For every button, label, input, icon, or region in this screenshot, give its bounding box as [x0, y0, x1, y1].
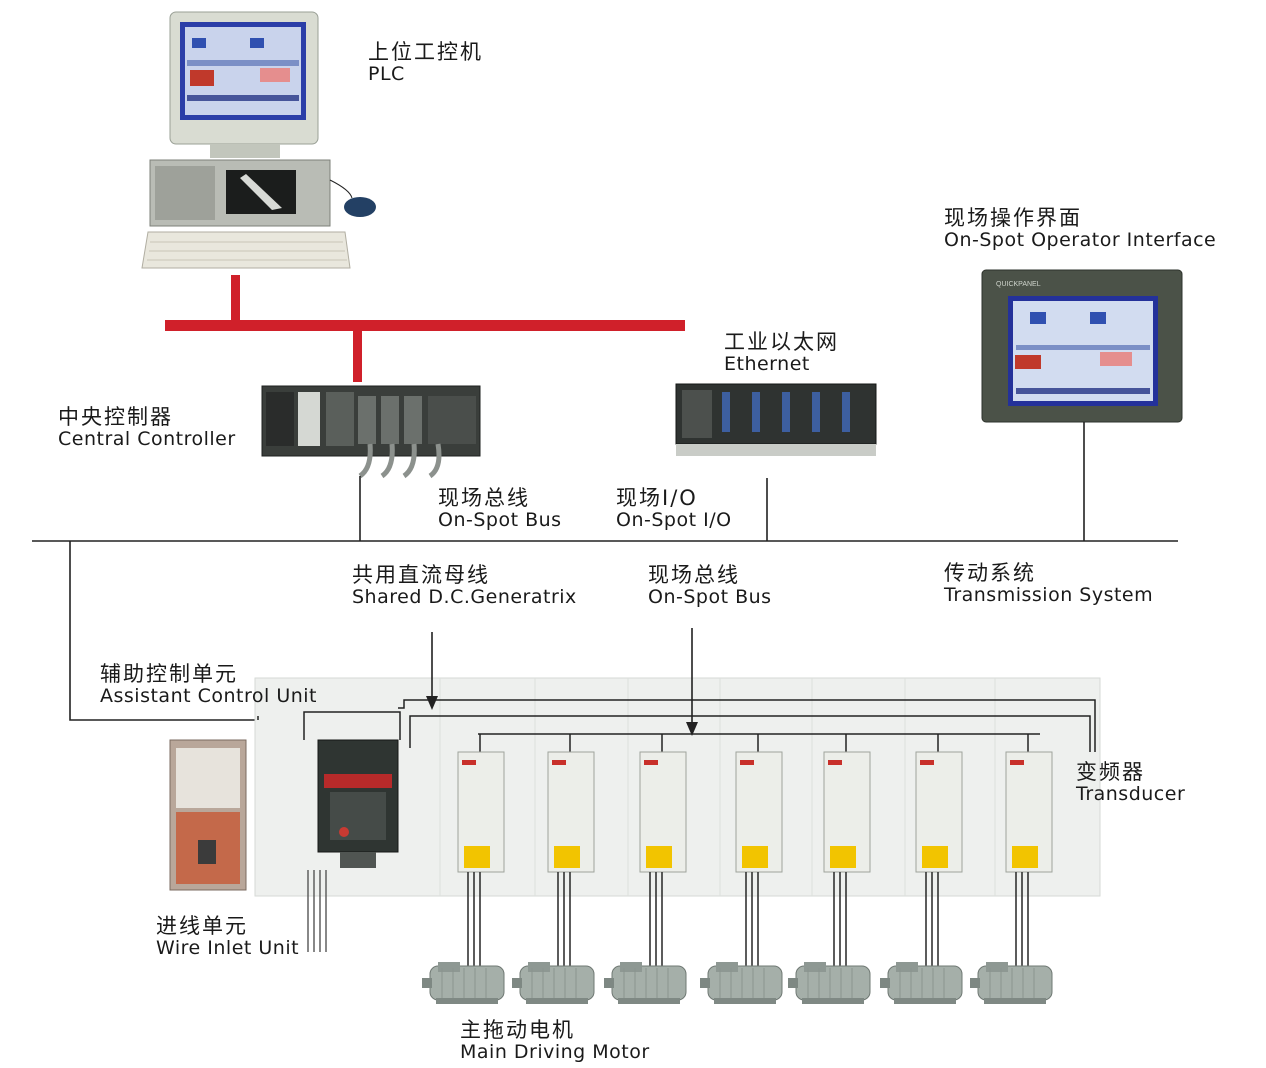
inlet-label-zh: 进线单元: [156, 914, 248, 938]
ethernet-label-zh: 工业以太网: [724, 330, 839, 354]
fieldbus-arrow: [686, 628, 698, 736]
spot-io-label-zh: 现场I/O: [616, 486, 698, 510]
motor-label: 主拖动电机 Main Driving Motor: [460, 1018, 650, 1064]
central-controller-label-en: Central Controller: [58, 428, 236, 451]
transmission-label-zh: 传动系统: [944, 561, 1036, 585]
spot-bus-label-upper: 现场总线 On-Spot Bus: [438, 486, 562, 532]
fieldbus-lines: [32, 422, 1178, 721]
main-driving-motor: [880, 962, 963, 1004]
main-driving-motor: [970, 962, 1053, 1004]
operator-label: 现场操作界面 On-Spot Operator Interface: [944, 206, 1216, 252]
motor-cable: [1015, 872, 1029, 966]
central-controller: [261, 385, 481, 479]
main-driving-motor: [422, 962, 505, 1004]
dc-bus-label-en: Shared D.C.Generatrix: [352, 586, 577, 609]
wire-inlet-unit: [307, 739, 399, 952]
motor-cable: [649, 872, 663, 966]
spot-bus-label-lower-en: On-Spot Bus: [648, 586, 772, 609]
dc-bus-wiring: [257, 699, 1096, 752]
dc-bus-label-zh: 共用直流母线: [352, 563, 490, 587]
plc-label-en: PLC: [368, 63, 405, 86]
transducer-unit: [1005, 734, 1053, 966]
motor-label-zh: 主拖动电机: [460, 1018, 575, 1042]
main-driving-motor: [788, 962, 871, 1004]
transducer-label: 变频器 Transducer: [1076, 760, 1185, 806]
spot-io-label: 现场I/O On-Spot I/O: [616, 486, 732, 532]
spot-bus-label-lower: 现场总线 On-Spot Bus: [648, 563, 772, 609]
central-controller-label-zh: 中央控制器: [58, 405, 173, 429]
spot-io-label-en: On-Spot I/O: [616, 509, 732, 532]
assistant-label: 辅助控制单元 Assistant Control Unit: [100, 662, 317, 708]
transducer-unit: [823, 734, 871, 966]
transducer-unit: [547, 734, 595, 966]
inlet-label-en: Wire Inlet Unit: [156, 937, 300, 960]
motor-cable: [745, 872, 759, 966]
spot-bus-label-lower-zh: 现场总线: [648, 563, 740, 587]
central-controller-label: 中央控制器 Central Controller: [58, 405, 236, 451]
remote-io-rack: [675, 383, 877, 456]
transmission-label: 传动系统 Transmission System: [944, 561, 1153, 607]
assistant-label-zh: 辅助控制单元: [100, 662, 238, 686]
dc-bus-label: 共用直流母线 Shared D.C.Generatrix: [352, 563, 577, 609]
transmission-label-en: Transmission System: [944, 584, 1154, 607]
dc-bus-arrow: [426, 632, 438, 710]
main-driving-motor: [512, 962, 595, 1004]
motor-cable: [557, 872, 571, 966]
plc-label: 上位工控机 PLC: [368, 40, 483, 86]
panel-brand: QUICKPANEL: [996, 281, 1041, 288]
motor-label-en: Main Driving Motor: [460, 1041, 650, 1064]
transducer-unit: [639, 734, 687, 966]
main-driving-motor: [604, 962, 687, 1004]
operator-label-en: On-Spot Operator Interface: [944, 229, 1217, 252]
transducer-label-en: Transducer: [1076, 783, 1186, 806]
ethernet-network: [165, 275, 685, 382]
motor-cable: [925, 872, 939, 966]
transducer-unit: [735, 734, 783, 966]
transducer-group: [457, 734, 1053, 966]
main-driving-motor: [700, 962, 783, 1004]
assistant-control-unit: [169, 739, 247, 891]
spot-bus-label-upper-en: On-Spot Bus: [438, 509, 562, 532]
motor-group: [422, 962, 1053, 1004]
operator-label-zh: 现场操作界面: [944, 206, 1082, 230]
operator-panel: QUICKPANEL: [981, 269, 1183, 423]
ethernet-label-en: Ethernet: [724, 353, 810, 376]
assistant-label-en: Assistant Control Unit: [100, 685, 317, 708]
plc-label-zh: 上位工控机: [368, 40, 483, 64]
plc-computer: [141, 11, 376, 269]
transducer-unit: [915, 734, 963, 966]
ethernet-label: 工业以太网 Ethernet: [724, 330, 839, 376]
inlet-label: 进线单元 Wire Inlet Unit: [156, 914, 299, 960]
transducer-unit: [457, 734, 505, 966]
motor-cable: [467, 872, 481, 966]
motor-cable: [833, 872, 847, 966]
spot-bus-label-upper-zh: 现场总线: [438, 486, 530, 510]
transducer-label-zh: 变频器: [1076, 760, 1145, 784]
